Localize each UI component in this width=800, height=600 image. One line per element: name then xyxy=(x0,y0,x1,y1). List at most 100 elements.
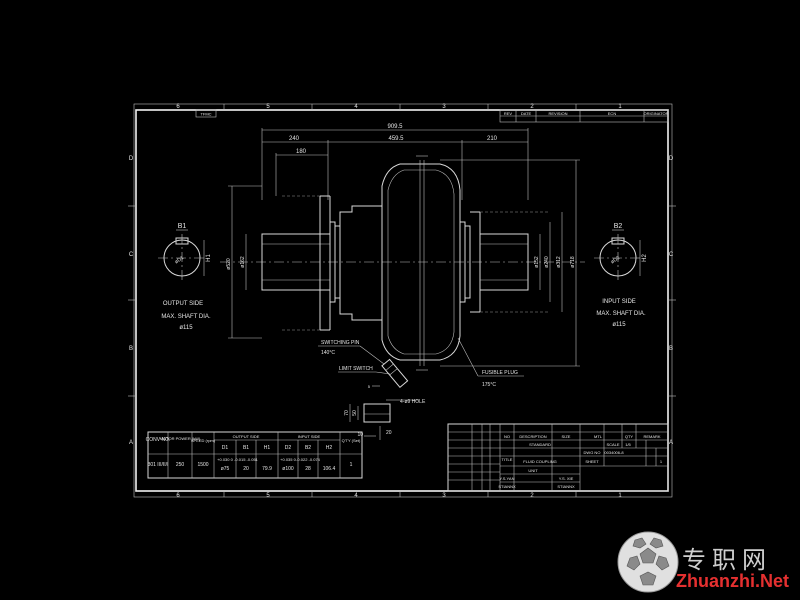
dim-right-d1: ø152 xyxy=(534,256,540,268)
spec-header-speed: SPEED (rpm) xyxy=(191,438,216,443)
dim-right-d3: ø312 xyxy=(556,256,562,268)
row-letter: A xyxy=(129,440,133,446)
top-dimensions: 909.5 240 459.5 210 180 xyxy=(261,124,529,200)
spec-qty-value: 1 xyxy=(350,462,353,468)
dim-vent-small: 5 xyxy=(368,384,371,389)
output-shaft-value: ø115 xyxy=(179,325,193,331)
spec-tol-b2: -0.022 -0.074 xyxy=(296,457,321,462)
callouts: SWITCHING PIN 140°C LIMIT SWITCH FUSIBLE… xyxy=(318,337,524,389)
spec-header-qty: Q'TY (Set) xyxy=(342,438,361,443)
spec-d2-value: ø100 xyxy=(282,466,294,472)
dim-center-length: 459.5 xyxy=(388,136,404,142)
col-number: 3 xyxy=(442,104,446,110)
top-label-box xyxy=(195,109,217,118)
row-letter: C xyxy=(669,252,674,258)
b2-label: B2 xyxy=(614,223,623,230)
row-letter: B xyxy=(669,346,673,352)
tb-header-no: NO xyxy=(504,434,510,439)
dim-right-d2: ø240 xyxy=(544,256,550,268)
limit-switch-device xyxy=(381,358,409,389)
fusible-plug-label: FUSIBLE PLUG xyxy=(482,370,518,376)
watermark-cn: 专职网 xyxy=(682,546,772,574)
output-shaft-section: B1 H1 øD1 OUTPUT SIDE MAX. SHAFT DIA. ø1… xyxy=(158,223,212,331)
col-number: 4 xyxy=(354,493,358,499)
bracket-detail: 4-ø9 HOLE 70 50 5 10 20 xyxy=(344,384,426,440)
spec-sub-d1: D1 xyxy=(222,445,229,451)
row-letter: D xyxy=(129,156,134,162)
spec-h1-value: 79.9 xyxy=(262,466,272,472)
switching-pin-temp: 140°C xyxy=(321,350,335,356)
d2-label: øD2 xyxy=(610,255,621,265)
col-number: 2 xyxy=(530,493,534,499)
tb-header-qty: QTY xyxy=(625,434,634,439)
row-letter: C xyxy=(129,252,134,258)
col-number: 1 xyxy=(618,493,622,499)
limit-switch-label: LIMIT SWITCH xyxy=(339,366,373,372)
outer-border xyxy=(133,103,673,498)
tb-standard: STANDARD xyxy=(529,442,551,447)
spec-sub-h1: H1 xyxy=(264,445,271,451)
coupling-hub xyxy=(339,205,383,321)
dim-vent-h3: 50 xyxy=(352,410,358,416)
tb-dwg-label: DWG NO xyxy=(584,450,601,455)
tb-sheet-label: SHEET xyxy=(585,459,599,464)
spec-b1-value: 20 xyxy=(243,466,249,472)
input-shaft-label: MAX. SHAFT DIA. xyxy=(596,311,646,317)
spec-sub-b2: B2 xyxy=(305,445,311,451)
rev-header-cell: REVISION xyxy=(548,111,567,116)
tb-xie: Y.S. XIE xyxy=(559,476,574,481)
fusible-plug-temp: 175°C xyxy=(482,382,496,388)
revision-block: REV DATE REVISION ECN ORIGINATOR xyxy=(499,109,669,123)
spec-speed-value: 1500 xyxy=(197,462,208,468)
hole-label: 4-ø9 HOLE xyxy=(400,399,426,405)
col-number: 1 xyxy=(618,104,622,110)
h1-label: H1 xyxy=(206,254,212,262)
diameter-dimensions: ø520 ø162 ø152 ø240 ø312 ø718 xyxy=(226,159,580,367)
dim-left-hub: ø162 xyxy=(240,256,246,268)
rev-header-cell: REV xyxy=(504,111,513,116)
spec-sub-b1: B1 xyxy=(243,445,249,451)
col-number: 2 xyxy=(530,104,534,110)
dim-left-dia: ø520 xyxy=(226,258,232,270)
input-shaft-section: B2 H2 øD2 INPUT SIDE MAX. SHAFT DIA. ø11… xyxy=(594,223,648,328)
spec-d1-value: ø75 xyxy=(221,466,230,472)
title-block: NO DESCRIPTION SIZE MTL QTY REMARK STAND… xyxy=(447,423,669,492)
dim-overall: 909.5 xyxy=(387,124,403,130)
spec-tol-b1: -0.015 -0.051 xyxy=(234,457,259,462)
row-letter: B xyxy=(129,346,133,352)
coupling-housing xyxy=(381,163,461,361)
output-side-title: OUTPUT SIDE xyxy=(163,301,203,307)
input-shaft-value: ø115 xyxy=(612,322,626,328)
input-side-title: INPUT SIDE xyxy=(602,299,636,305)
spec-b2-value: 28 xyxy=(305,466,311,472)
watermark-en: Zhuanzhi.Net xyxy=(676,571,789,591)
tb-header-mtl: MTL xyxy=(594,434,603,439)
tb-header-size: SIZE xyxy=(562,434,571,439)
col-number: 5 xyxy=(266,104,270,110)
col-number: 3 xyxy=(442,493,446,499)
rev-header-cell: ORIGINATOR xyxy=(644,111,669,116)
tb-checker-2: STIANNX xyxy=(557,484,575,489)
dim-right-length: 210 xyxy=(487,136,498,142)
b1-label: B1 xyxy=(178,223,187,230)
spec-group-input: INPUT SIDE xyxy=(298,434,321,439)
coupling-body xyxy=(220,155,585,371)
tb-yan: Y.S.YAN xyxy=(500,476,515,481)
output-shaft-label: MAX. SHAFT DIA. xyxy=(161,314,211,320)
spec-sub-d2: D2 xyxy=(285,445,292,451)
tb-title-label: TITLE xyxy=(502,457,513,462)
h2-label: H2 xyxy=(642,254,648,262)
spec-header-conv: CONV NO. xyxy=(146,437,171,443)
tb-checker: STIANNX xyxy=(498,484,516,489)
tb-title: FLUID COUPLING xyxy=(523,459,557,464)
spec-h2-value: 106.4 xyxy=(323,466,336,472)
rev-header-cell: DATE xyxy=(521,111,532,116)
dim-vent-h2: 70 xyxy=(344,410,350,416)
spec-tol-d2: +0.035 0 xyxy=(280,457,296,462)
dim-left-inner: 180 xyxy=(296,149,307,155)
tb-dwg-value: 0034006-8 xyxy=(604,450,624,455)
col-number: 5 xyxy=(266,493,270,499)
spec-header-power: MOTOR POWER (kW) xyxy=(160,436,201,441)
d1-label: øD1 xyxy=(174,255,185,265)
